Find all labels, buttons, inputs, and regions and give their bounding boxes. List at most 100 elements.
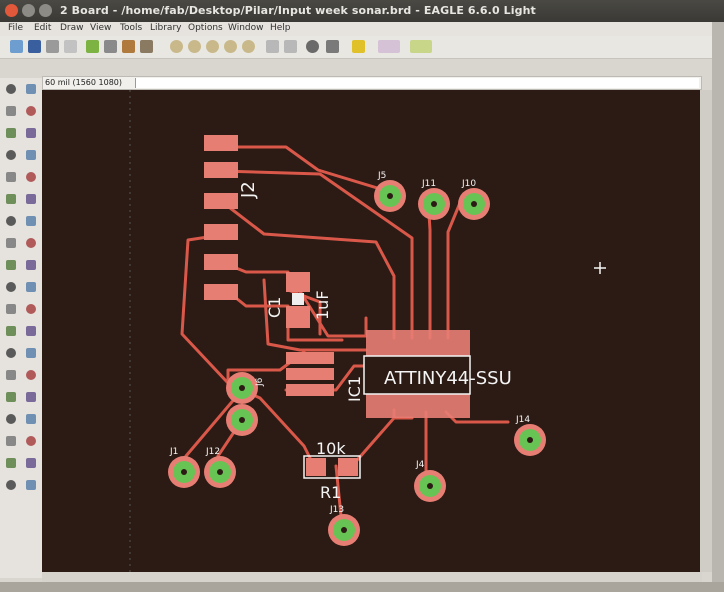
menu-edit[interactable]: Edit: [34, 23, 52, 33]
window-bottom-edge: [0, 582, 724, 592]
via-icon[interactable]: [6, 392, 16, 402]
premier-farnell-icon[interactable]: [410, 40, 432, 53]
zoom-out-icon[interactable]: [206, 40, 219, 53]
menu-view[interactable]: View: [90, 23, 112, 33]
command-input[interactable]: [135, 78, 699, 88]
j11-label: J11: [421, 179, 436, 189]
menu-draw[interactable]: Draw: [60, 23, 84, 33]
split-icon[interactable]: [6, 260, 16, 270]
pinswap-icon[interactable]: [26, 216, 36, 226]
ulp-icon[interactable]: [122, 40, 135, 53]
menu-library[interactable]: Library: [150, 23, 182, 33]
minimize-window-button[interactable]: [22, 4, 35, 17]
close-window-button[interactable]: [5, 4, 18, 17]
j10-label: J10: [461, 179, 476, 189]
ic-pads-bottom: [366, 392, 470, 418]
add-icon[interactable]: [26, 194, 36, 204]
layer-icon[interactable]: [6, 106, 16, 116]
pad: [204, 193, 238, 209]
cam-icon[interactable]: [64, 40, 77, 53]
auto-icon[interactable]: [6, 458, 16, 468]
polygon-icon[interactable]: [26, 370, 36, 380]
trace: [184, 388, 244, 458]
redo-icon[interactable]: [284, 40, 297, 53]
via-j5: J5: [374, 171, 406, 212]
design-link-icon[interactable]: [378, 40, 400, 53]
save-icon[interactable]: [28, 40, 41, 53]
dimension-icon[interactable]: [6, 436, 16, 446]
errors-icon[interactable]: [26, 480, 36, 490]
arc-icon[interactable]: [26, 348, 36, 358]
menu-tools[interactable]: Tools: [120, 23, 143, 33]
vertical-scrollbar[interactable]: [700, 90, 712, 572]
via-j4: J4: [414, 460, 446, 502]
eye-icon[interactable]: [26, 84, 36, 94]
menu-file[interactable]: File: [8, 23, 24, 33]
lock-icon[interactable]: [26, 238, 36, 248]
text-icon[interactable]: [26, 326, 36, 336]
schematic-icon[interactable]: [104, 40, 117, 53]
group-icon[interactable]: [6, 150, 16, 160]
board-icon[interactable]: [86, 40, 99, 53]
copy-icon[interactable]: [26, 128, 36, 138]
optimize-icon[interactable]: [26, 260, 36, 270]
ic1-value: ATTINY44-SSU: [384, 368, 512, 389]
circle-icon[interactable]: [6, 348, 16, 358]
ic1-label: IC1: [345, 376, 364, 402]
r1-label: R1: [320, 483, 341, 502]
delete-icon[interactable]: [6, 194, 16, 204]
smash-icon[interactable]: [26, 282, 36, 292]
zoom-redraw-icon[interactable]: [224, 40, 237, 53]
zoom-in-icon[interactable]: [188, 40, 201, 53]
via-j1: J1: [168, 447, 200, 488]
drc-icon[interactable]: [6, 480, 16, 490]
menu-options[interactable]: Options: [188, 23, 223, 33]
info-icon[interactable]: [6, 84, 16, 94]
wire-icon[interactable]: [6, 326, 16, 336]
resistor-r1: 10k R1: [303, 439, 361, 502]
menu-help[interactable]: Help: [270, 23, 291, 33]
mirror-icon[interactable]: [26, 150, 36, 160]
zoom-area-icon[interactable]: [242, 40, 255, 53]
j14-label: J14: [515, 415, 530, 425]
j5-label: J5: [377, 171, 386, 181]
go-icon[interactable]: [326, 40, 339, 53]
command-bar: 60 mil (1560 1080): [42, 76, 702, 90]
zoom-fit-icon[interactable]: [170, 40, 183, 53]
board-canvas[interactable]: J2 C1 1uF ATTINY44-SSU IC1 10k R1: [42, 90, 700, 572]
ripup-icon[interactable]: [26, 304, 36, 314]
rotate-icon[interactable]: [6, 172, 16, 182]
j13-label: J13: [329, 505, 344, 515]
via-j13: J13: [328, 505, 360, 546]
undo-icon[interactable]: [266, 40, 279, 53]
print-icon[interactable]: [46, 40, 59, 53]
horizontal-scrollbar[interactable]: [42, 572, 702, 582]
trace: [219, 169, 414, 340]
via-j10: J10: [458, 179, 490, 220]
c1-label: C1: [265, 297, 284, 318]
rect-icon[interactable]: [6, 370, 16, 380]
c1-value: 1uF: [313, 290, 332, 320]
pad: [204, 284, 238, 300]
miter-icon[interactable]: [6, 282, 16, 292]
open-icon[interactable]: [10, 40, 23, 53]
hole-icon[interactable]: [6, 414, 16, 424]
mark-icon[interactable]: [26, 106, 36, 116]
script-icon[interactable]: [140, 40, 153, 53]
j2-label: J2: [238, 181, 259, 199]
attribute-icon[interactable]: [26, 414, 36, 424]
menu-window[interactable]: Window: [228, 23, 264, 33]
j12-label: J12: [205, 447, 220, 457]
help-icon[interactable]: [352, 40, 365, 53]
erc-icon[interactable]: [26, 458, 36, 468]
signal-icon[interactable]: [26, 392, 36, 402]
stop-icon[interactable]: [306, 40, 319, 53]
route-icon[interactable]: [6, 304, 16, 314]
trace: [219, 199, 396, 340]
paste-icon[interactable]: [26, 172, 36, 182]
maximize-window-button[interactable]: [39, 4, 52, 17]
ratsnest-icon[interactable]: [26, 436, 36, 446]
change-icon[interactable]: [6, 216, 16, 226]
replace-icon[interactable]: [6, 238, 16, 248]
move-icon[interactable]: [6, 128, 16, 138]
